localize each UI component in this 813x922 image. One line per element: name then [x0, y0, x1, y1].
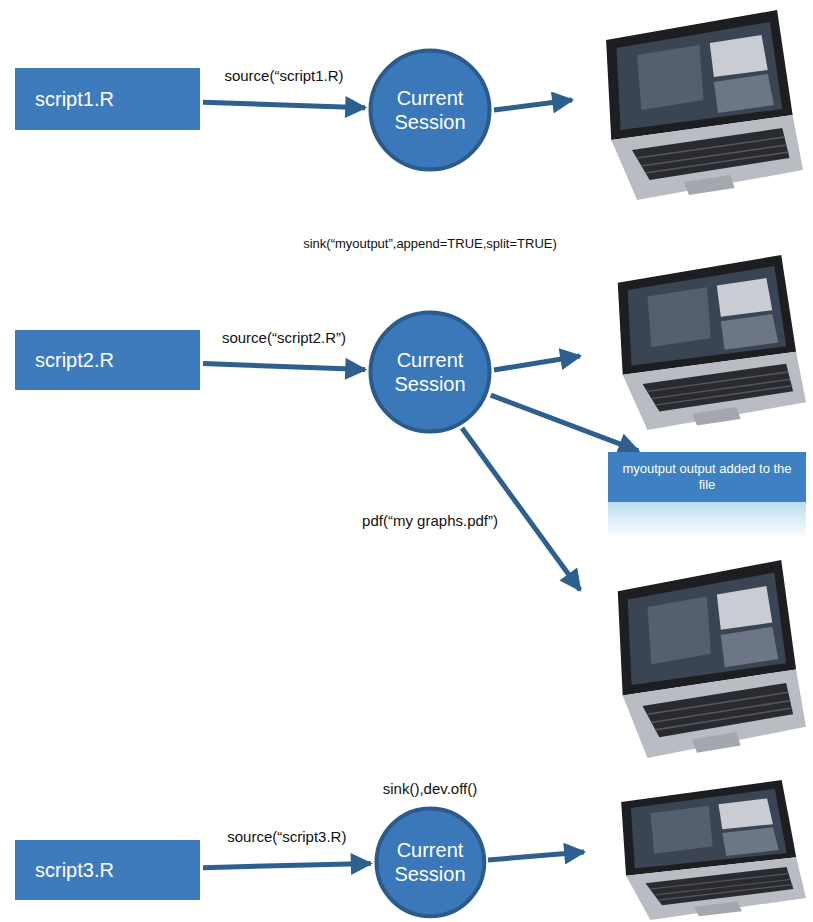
box-label: script2.R: [35, 348, 114, 372]
circle-outline: [368, 48, 492, 172]
script-box: script3.R: [15, 840, 200, 900]
box-label: Current Session: [384, 86, 477, 134]
circle-outline: [374, 806, 487, 919]
fade-band: [608, 502, 806, 538]
code-note: pdf(“my graphs.pdf”): [362, 512, 498, 530]
flow-arrow: [491, 395, 638, 451]
laptop-illustration: [606, 10, 803, 200]
flow-arrow: [203, 863, 371, 867]
output-arrow: [462, 428, 580, 590]
laptop-illustration: [618, 255, 806, 430]
edge-label: source(“script3.R): [227, 828, 346, 846]
box-label: myoutput output added to the file: [618, 461, 796, 492]
edge-label: source(“script2.R”): [222, 329, 346, 347]
code-note: sink(),dev.off(): [383, 780, 477, 798]
output-file-box: myoutput output added to the file: [608, 452, 806, 502]
output-arrow: [494, 100, 572, 110]
output-arrow: [488, 852, 584, 860]
box-label: script3.R: [35, 858, 114, 882]
laptop-illustration: [621, 780, 806, 920]
script-box: script1.R: [15, 68, 200, 130]
flow-arrow: [203, 364, 365, 370]
box-label: Current Session: [384, 348, 477, 396]
circle-outline: [368, 310, 492, 434]
edge-label: source(“script1.R): [224, 67, 343, 85]
flow-arrow: [203, 102, 365, 108]
output-arrow: [494, 356, 580, 370]
session-circle: Current Session: [374, 806, 487, 919]
script-box: script2.R: [15, 330, 200, 390]
box-label: script1.R: [35, 87, 114, 111]
laptop-illustration: [618, 560, 806, 758]
session-circle: Current Session: [368, 48, 492, 172]
code-note: sink(“myoutput”,append=TRUE,split=TRUE): [303, 236, 557, 252]
session-circle: Current Session: [368, 310, 492, 434]
box-label: Current Session: [388, 838, 472, 886]
